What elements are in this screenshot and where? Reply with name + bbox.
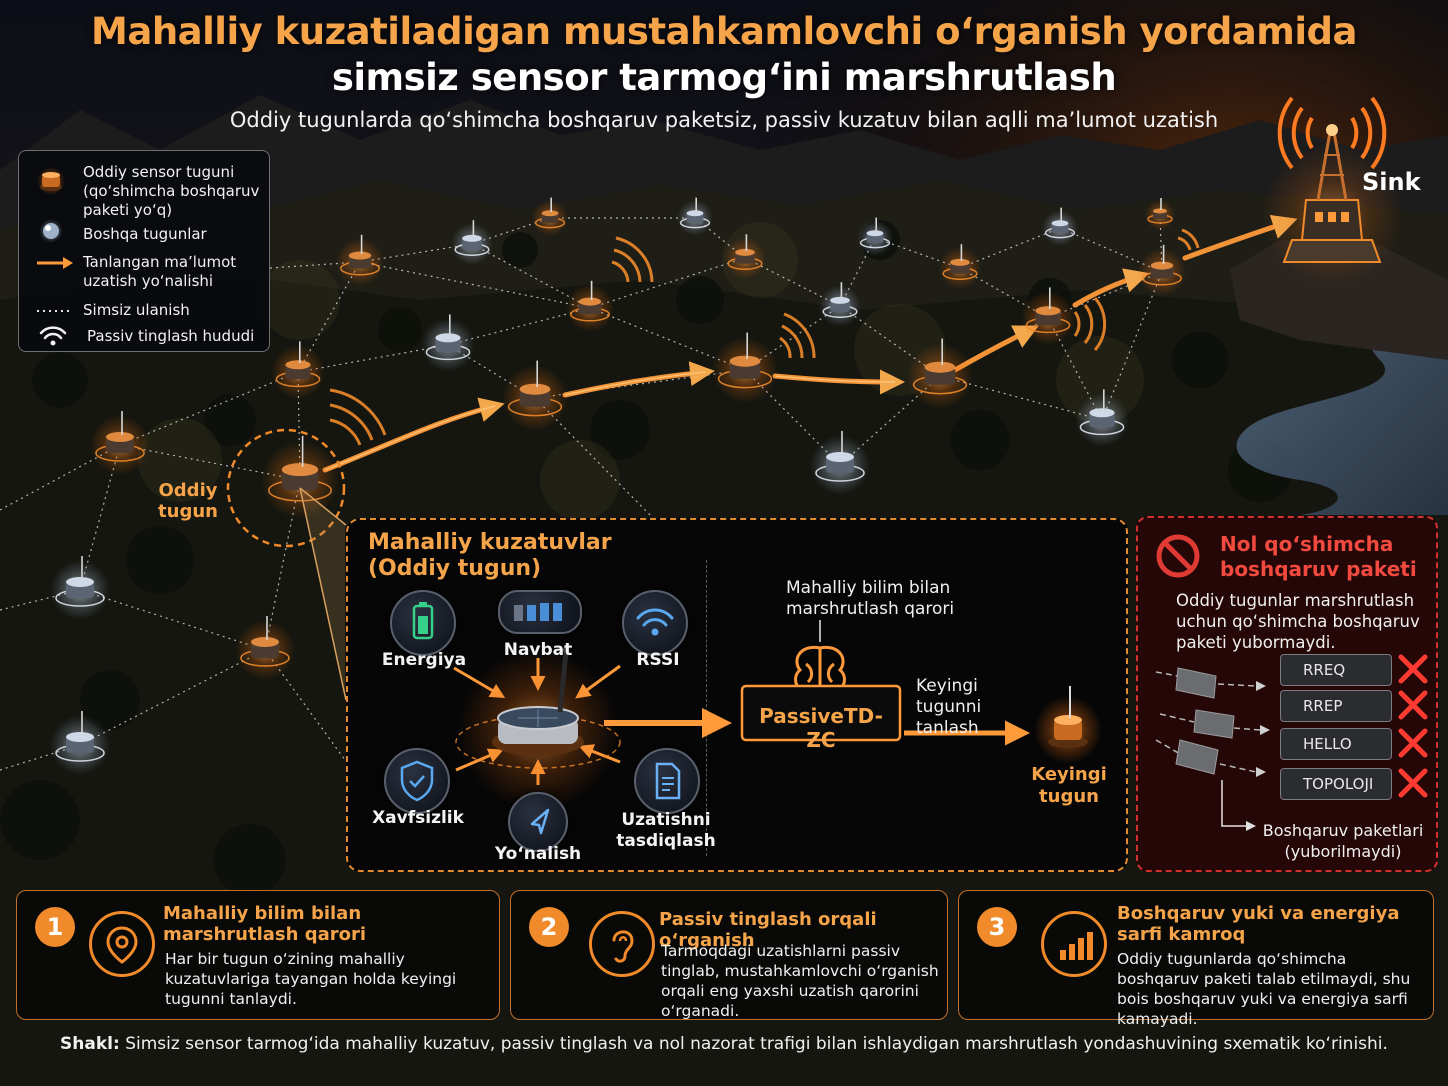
ordinary-sensor-node (1021, 287, 1075, 345)
card-title: Mahalliy bilim bilan marshrutlash qarori (163, 903, 367, 945)
next-node-label: Keyingi tugun (1031, 764, 1107, 807)
bar-chart-icon (1041, 911, 1107, 977)
local-observations-panel: Mahalliy kuzatuvlar (Oddiy tugun) (346, 518, 1128, 872)
observation-arrows (453, 620, 1102, 810)
card-title: Passiv tinglash orqali o‘rganish (659, 909, 877, 951)
input-label: Energiya (381, 650, 467, 670)
wifi-icon (39, 326, 67, 346)
zero-control-panel: Nol qo‘shimcha boshqaruv paketi Oddiy tu… (1136, 516, 1438, 872)
zero-control-title: Nol qo‘shimcha boshqaruv paketi (1220, 532, 1417, 581)
ordinary-sensor-node (1145, 198, 1175, 230)
card-number: 3 (977, 907, 1017, 947)
packet-rrep: RREP (1280, 690, 1392, 722)
card-passive-listening: 2 Passiv tinglash orqali o‘rganish Tarmo… (510, 890, 948, 1020)
caption-text: Simsiz sensor tarmog‘ida mahalliy kuzatu… (125, 1034, 1388, 1054)
card-text: Har bir tugun o‘zining mahalliy kuzatuvl… (165, 950, 457, 1008)
cross-icon (1398, 690, 1428, 720)
sink-tower-icon (1262, 96, 1402, 285)
prohibited-icon (1156, 534, 1200, 578)
caption-prefix: Shakl: (60, 1034, 120, 1054)
ordinary-sensor-node (712, 332, 778, 403)
ordinary-sensor-node (566, 280, 614, 332)
input-label: Navbat (503, 640, 573, 660)
title-line-1: Mahalliy kuzatiladigan mustahkamlovchi o… (91, 10, 1357, 53)
ordinary-sensor-node (502, 360, 568, 431)
legend-label: Oddiy sensor tuguni (qo‘shimcha boshqaru… (83, 163, 260, 219)
cross-icon (1398, 768, 1428, 798)
other-sensor-node (857, 217, 893, 256)
ear-icon (589, 911, 655, 977)
card-text: Tarmoqdagi uzatishlarni passiv tinglab, … (661, 942, 939, 1020)
other-sensor-node (1075, 389, 1129, 447)
ordinary-sensor-node (271, 341, 325, 399)
panel-subtitle: (Oddiy tugun) (368, 556, 542, 581)
panel-title: Mahalliy kuzatuvlar (368, 530, 612, 555)
card-text: Oddiy tugunlarda qo‘shimcha boshqaruv pa… (1117, 950, 1411, 1028)
card-low-overhead: 3 Boshqaruv yuki va energiya sarfi kamro… (958, 890, 1434, 1028)
input-label: RSSI (636, 650, 680, 670)
card-number: 2 (529, 907, 569, 947)
wifi-icon (622, 590, 688, 656)
battery-icon (390, 590, 456, 656)
location-pin-icon (89, 911, 155, 977)
packet-topology: TOPOLOJI (1280, 768, 1392, 800)
packet-flow-graphic (1155, 667, 1270, 831)
card-number: 1 (35, 907, 75, 947)
control-packets-footer: Boshqaruv paketlari (yuborilmaydi) (1262, 821, 1424, 861)
ordinary-sensor-node (261, 435, 339, 519)
select-next-label: Keyingi tugunni tanlash (916, 676, 982, 738)
figure-caption: Shakl: Simsiz sensor tarmog‘ida mahalliy… (0, 1034, 1448, 1054)
cross-icon (1398, 654, 1428, 684)
ordinary-node-label: Oddiy tugun (158, 480, 218, 522)
input-label: Uzatishni tasdiqlash (616, 810, 716, 851)
sink-label: Sink (1362, 168, 1421, 196)
document-icon (634, 748, 700, 814)
other-sensor-node (421, 314, 475, 372)
title-line-2: simsiz sensor tarmog‘ini marshrutlash (331, 56, 1117, 99)
other-sensor-node (50, 556, 110, 620)
ordinary-sensor-node (907, 338, 973, 409)
other-sensor-node (1042, 207, 1078, 246)
ordinary-sensor-node (724, 234, 766, 279)
input-label: Xavfsizlik (372, 808, 464, 828)
queue-bars-icon (498, 590, 582, 634)
legend-label: Simsiz ulanish (83, 301, 190, 319)
legend-label: Tanlangan ma’lumot uzatish yo‘nalishi (83, 253, 237, 290)
other-sensor-node (451, 220, 493, 265)
zero-control-text: Oddiy tugunlar marshrutlash uchun qo‘shi… (1176, 591, 1420, 652)
packet-hello: HELLO (1280, 728, 1392, 760)
decision-note: Mahalliy bilim bilan marshrutlash qarori (786, 578, 955, 619)
input-label: Yo‘nalish (494, 844, 582, 864)
shield-icon (384, 748, 450, 814)
navigation-icon (508, 792, 568, 852)
legend-label: Passiv tinglash hududi (87, 327, 255, 345)
other-sensor-node (677, 197, 713, 236)
orange-arrow-icon (37, 257, 73, 269)
ordinary-sensor-node (939, 244, 981, 289)
card-local-knowledge: 1 Mahalliy bilim bilan marshrutlash qaro… (16, 890, 500, 1020)
algorithm-label: PassiveTD-ZC (759, 704, 883, 752)
other-sensor-node (810, 431, 870, 495)
ordinary-sensor-node (532, 197, 568, 236)
ordinary-sensor-node (1138, 244, 1186, 296)
white-node-icon (39, 219, 63, 243)
other-sensor-node (819, 282, 861, 327)
ordinary-sensor-node (336, 234, 384, 286)
ordinary-sensor-node (90, 411, 150, 475)
orange-node-icon (37, 167, 65, 195)
legend: Oddiy sensor tuguni (qo‘shimcha boshqaru… (18, 150, 270, 352)
subtitle: Oddiy tugunlarda qo‘shimcha boshqaruv pa… (229, 108, 1219, 132)
legend-label: Boshqa tugunlar (83, 225, 207, 243)
packet-rreq: RREQ (1280, 654, 1392, 686)
ordinary-sensor-node (235, 616, 295, 680)
cross-icon (1398, 728, 1428, 758)
other-sensor-node (50, 711, 110, 775)
card-title: Boshqaruv yuki va energiya sarfi kamroq (1117, 903, 1400, 945)
